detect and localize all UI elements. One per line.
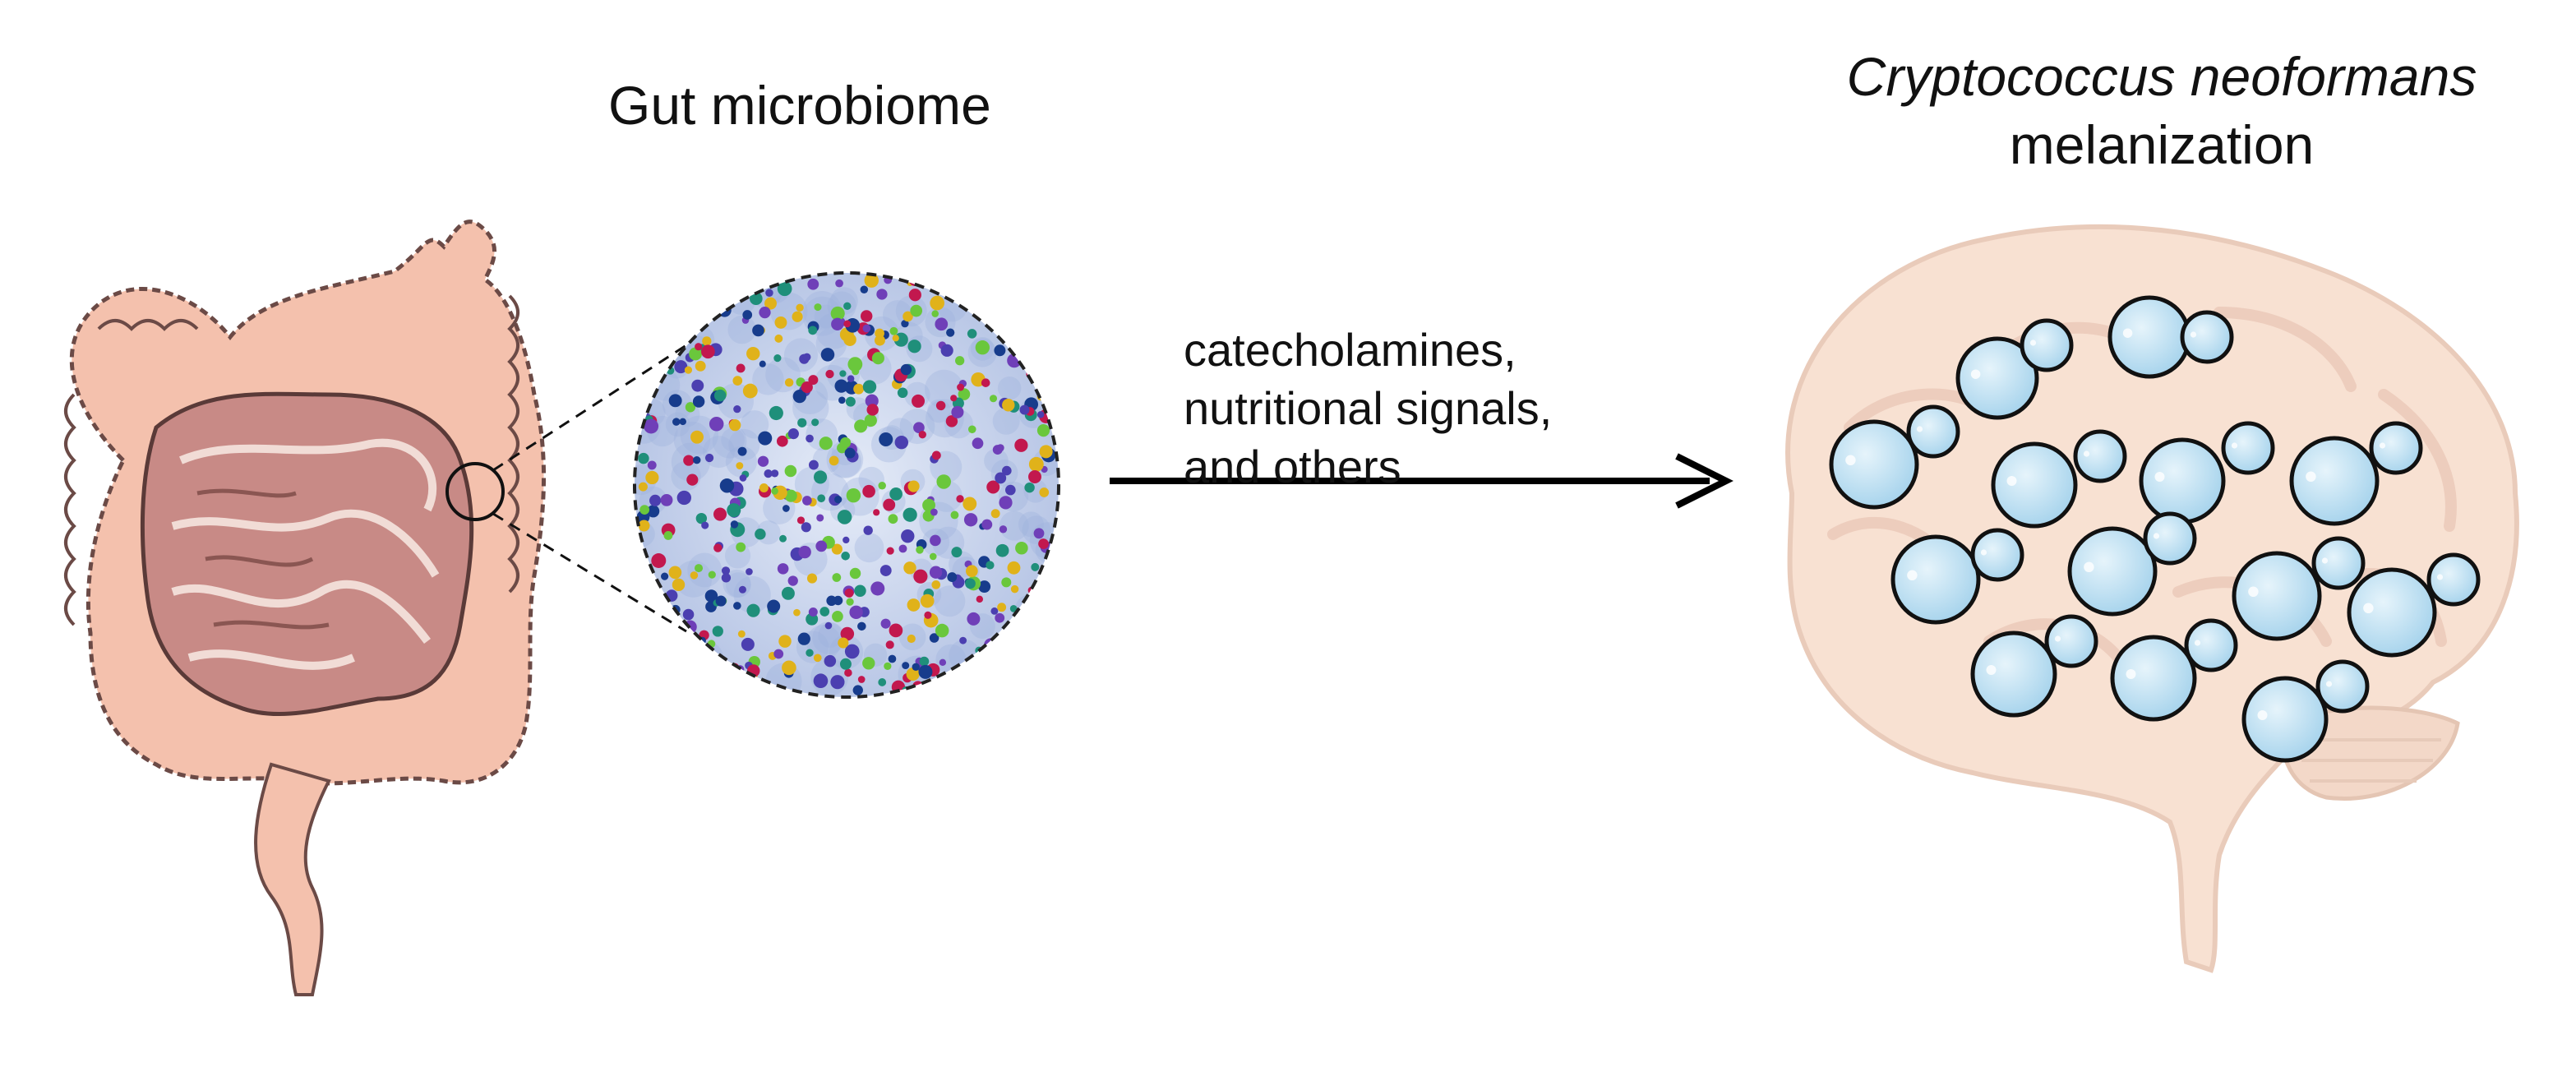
signal-line-1: catecholamines,	[1184, 324, 1517, 376]
microbiome-magnification	[633, 271, 1060, 699]
signal-line-3: and others	[1184, 441, 1401, 493]
gut-microbiome-label: Gut microbiome	[608, 75, 991, 136]
zoom-line-bottom	[492, 512, 687, 633]
process-name: melanization	[2009, 113, 2315, 175]
microbe-dots	[635, 273, 1059, 697]
cryptococcus-cells	[1829, 295, 2481, 763]
species-name: Cryptococcus neoformans	[1846, 46, 2477, 107]
signal-line-2: nutritional signals,	[1184, 382, 1553, 435]
signal-arrow	[1110, 453, 1733, 509]
zoom-origin-circle	[445, 462, 505, 521]
signals-label: catecholamines, nutritional signals, and…	[1184, 321, 1552, 496]
cryptococcus-label: Cryptococcus neoformans melanization	[1767, 43, 2556, 178]
intestine-illustration	[64, 219, 547, 996]
